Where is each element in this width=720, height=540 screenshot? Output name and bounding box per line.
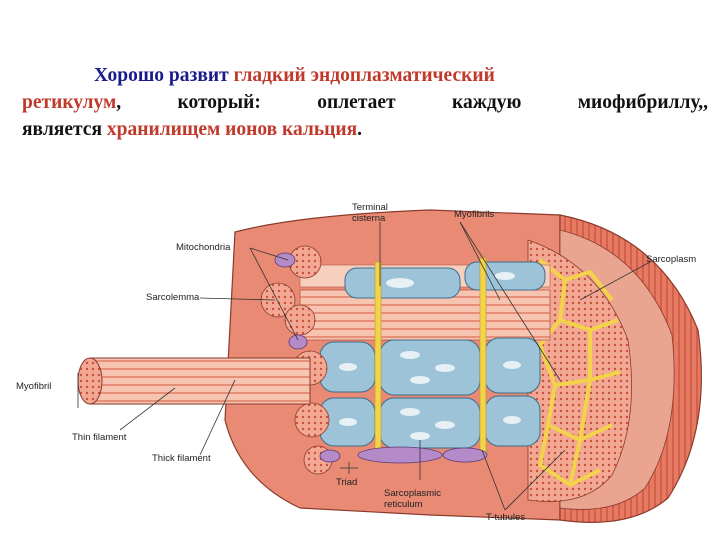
- label-sarcolemma: Sarcolemma: [146, 292, 200, 303]
- mitochondria: [274, 252, 488, 464]
- label-t-tubules: T-tubules: [486, 512, 525, 523]
- caption-line-2: ретикулум, который: оплетает каждую миоф…: [22, 89, 708, 116]
- label-sarcoplasm: Sarcoplasm: [646, 254, 696, 265]
- caption-word-group: ретикулум,: [22, 89, 121, 116]
- caption-red-phrase-1: гладкий эндоплазматический: [233, 65, 495, 86]
- caption-word: оплетает: [317, 92, 396, 113]
- leader-lines: [77, 221, 651, 511]
- caption-word: является: [22, 119, 102, 140]
- caption-red-phrase-2: хранилищем ионов кальция: [106, 119, 358, 140]
- caption-comma: ,: [116, 92, 122, 113]
- label-mitochondria: Mitochondria: [176, 242, 231, 253]
- caption-period: .: [357, 119, 363, 140]
- cross-section: [527, 239, 632, 502]
- label-triad: Triad: [336, 477, 357, 488]
- myofibril-protrusion: [77, 357, 311, 405]
- label-reticulum: reticulum: [384, 499, 423, 510]
- caption-text: Хорошо развит гладкий эндоплазматический…: [22, 62, 708, 143]
- caption-red-reticulum: ретикулум: [22, 92, 117, 113]
- label-myofibrils: Myofibrils: [454, 209, 494, 220]
- label-cisterna: cisterna: [352, 213, 386, 224]
- caption-blue-phrase: Хорошо развит: [94, 65, 229, 86]
- sarcoplasmic-reticulum: [319, 261, 546, 449]
- caption-word: миофибриллу,,: [577, 92, 708, 113]
- label-thin-filament: Thin filament: [72, 432, 127, 443]
- caption-line-1: Хорошо развит гладкий эндоплазматический: [22, 62, 708, 89]
- label-thick-filament: Thick filament: [152, 453, 211, 464]
- caption-word: каждую: [452, 92, 522, 113]
- caption-line-3: является хранилищем ионов кальция.: [22, 116, 708, 143]
- label-terminal: Terminal: [352, 202, 388, 213]
- caption-word: который:: [177, 92, 261, 113]
- label-sarcoplasmic: Sarcoplasmic: [384, 488, 441, 499]
- label-myofibril: Myofibril: [16, 381, 51, 392]
